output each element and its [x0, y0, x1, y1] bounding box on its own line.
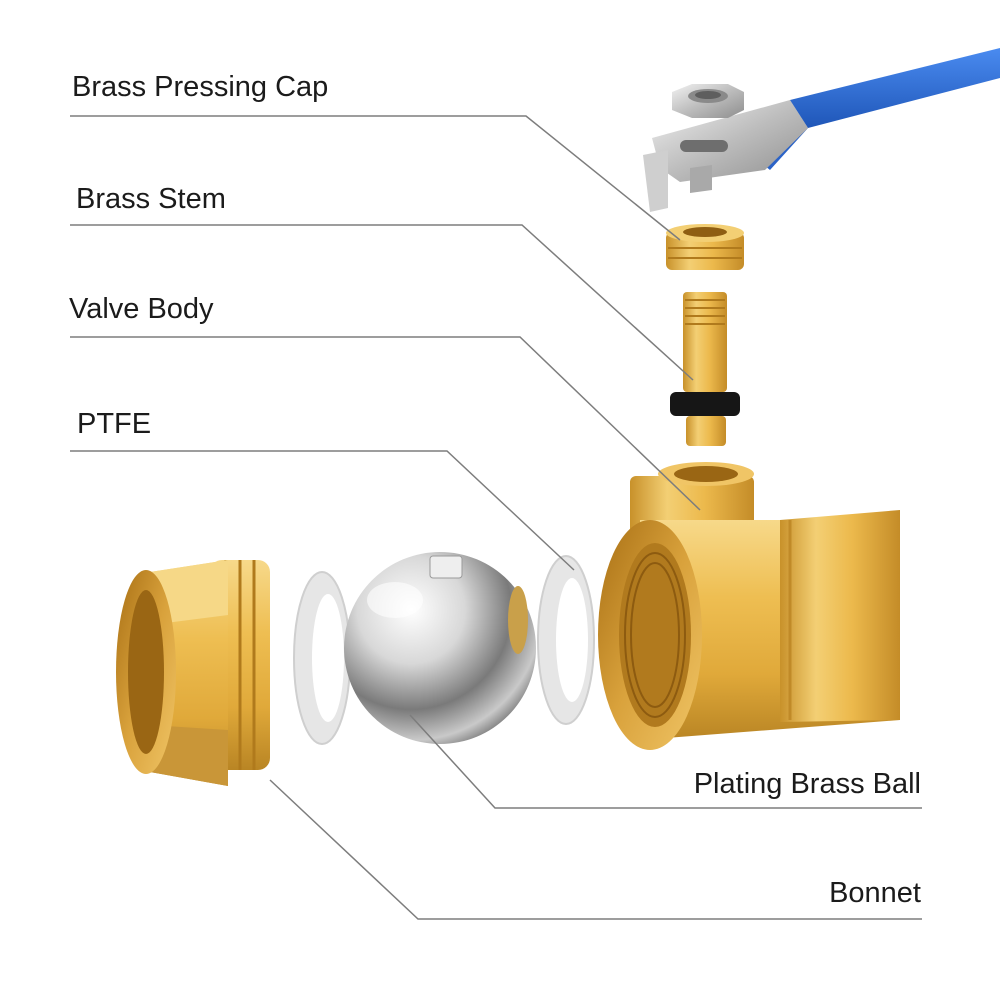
lever-handle: [643, 48, 1000, 212]
leader-line-ball: [409, 714, 922, 809]
brass-stem: [670, 292, 740, 446]
label-brass-pressing-cap: Brass Pressing Cap: [72, 71, 329, 103]
bonnet: [116, 560, 270, 786]
leader-line-bonnet: [269, 779, 922, 920]
leader-line-body: [70, 336, 701, 511]
leader-line-stem: [70, 224, 694, 381]
label-bonnet: Bonnet: [829, 877, 921, 909]
brass-pressing-cap: [666, 224, 744, 270]
hex-nut: [672, 84, 744, 118]
label-valve-body: Valve Body: [69, 293, 214, 325]
plating-brass-ball: [344, 552, 536, 744]
ptfe-seat-left: [293, 571, 351, 745]
leader-line-ptfe: [70, 450, 575, 571]
valve-body: [598, 462, 900, 750]
label-brass-stem: Brass Stem: [76, 183, 226, 215]
ptfe-seat-right: [537, 555, 595, 725]
label-plating-brass-ball: Plating Brass Ball: [693, 768, 921, 800]
leader-line-cap: [70, 115, 681, 241]
label-ptfe: PTFE: [77, 408, 152, 440]
leader-lines: [70, 115, 922, 920]
